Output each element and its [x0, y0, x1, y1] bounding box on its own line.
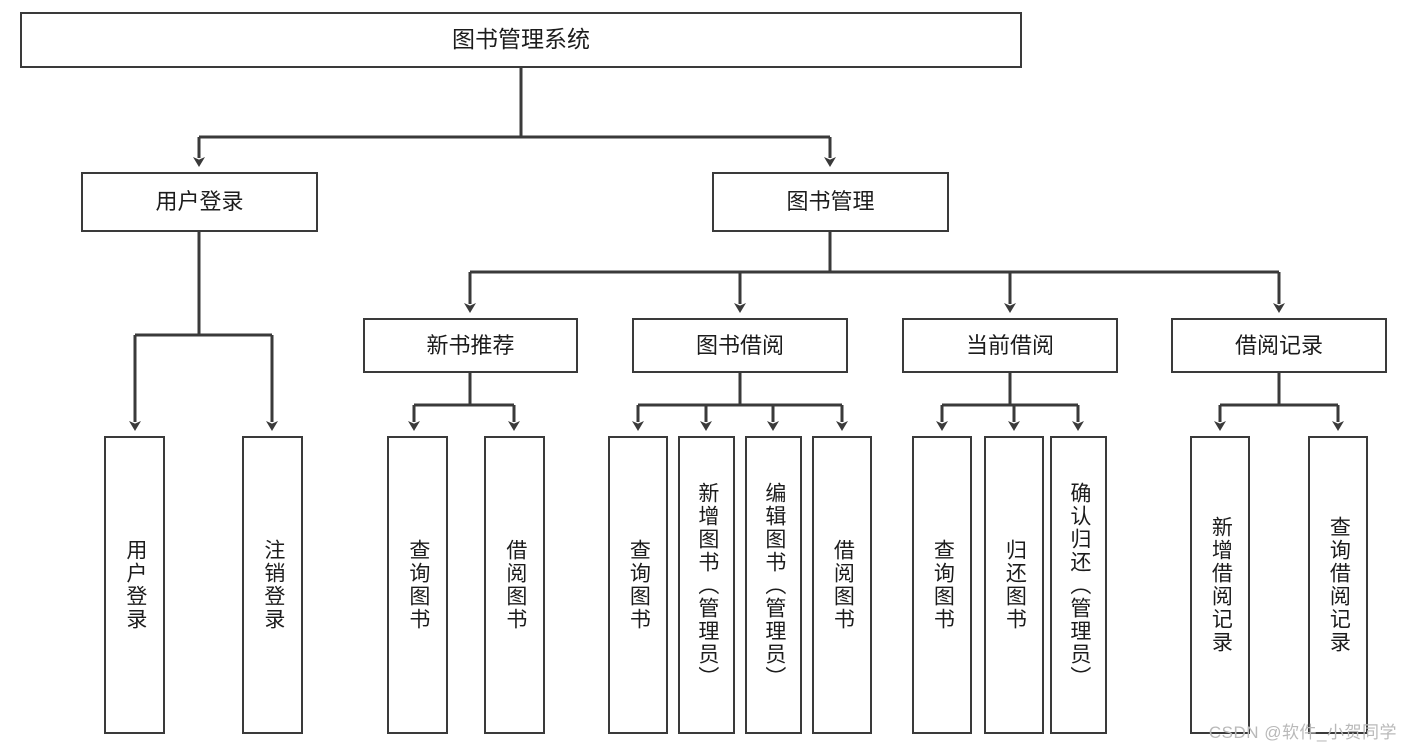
leaf-label: 查询图书 [406, 539, 430, 631]
node-leaf-query-borrow-record[interactable]: 查询借阅记录 [1308, 436, 1368, 734]
leaf-label: 新增图书（管理员） [695, 481, 719, 689]
node-leaf-confirm-return-admin[interactable]: 确认归还（管理员） [1050, 436, 1107, 734]
node-book-borrow[interactable]: 图书借阅 [632, 318, 848, 373]
node-leaf-query-book-recommend[interactable]: 查询图书 [387, 436, 448, 734]
node-leaf-borrow-book[interactable]: 借阅图书 [812, 436, 872, 734]
leaf-label: 归还图书 [1003, 539, 1027, 631]
node-leaf-return-book[interactable]: 归还图书 [984, 436, 1044, 734]
node-new-book-recommend[interactable]: 新书推荐 [363, 318, 578, 373]
node-leaf-add-book-admin[interactable]: 新增图书（管理员） [678, 436, 735, 734]
node-leaf-logout[interactable]: 注销登录 [242, 436, 303, 734]
leaf-label: 用户登录 [123, 539, 147, 631]
node-borrow-record[interactable]: 借阅记录 [1171, 318, 1387, 373]
node-current-borrow[interactable]: 当前借阅 [902, 318, 1118, 373]
watermark-credit: CSDN @软件_小贺同学 [1208, 723, 1397, 742]
node-leaf-edit-book-admin[interactable]: 编辑图书（管理员） [745, 436, 802, 734]
leaf-label: 查询借阅记录 [1327, 516, 1351, 654]
node-book-management[interactable]: 图书管理 [712, 172, 949, 232]
node-leaf-borrow-book-recommend[interactable]: 借阅图书 [484, 436, 545, 734]
node-user-login[interactable]: 用户登录 [81, 172, 318, 232]
leaf-label: 注销登录 [261, 539, 285, 631]
node-root-system[interactable]: 图书管理系统 [20, 12, 1022, 68]
leaf-label: 确认归还（管理员） [1067, 481, 1091, 689]
leaf-label: 借阅图书 [503, 539, 527, 631]
node-leaf-user-login[interactable]: 用户登录 [104, 436, 165, 734]
node-leaf-add-borrow-record[interactable]: 新增借阅记录 [1190, 436, 1250, 734]
leaf-label: 查询图书 [931, 539, 955, 631]
leaf-label: 编辑图书（管理员） [762, 481, 786, 689]
leaf-label: 查询图书 [627, 539, 651, 631]
node-leaf-query-book-current[interactable]: 查询图书 [912, 436, 972, 734]
node-leaf-query-book-borrow[interactable]: 查询图书 [608, 436, 668, 734]
leaf-label: 新增借阅记录 [1209, 516, 1233, 654]
leaf-label: 借阅图书 [831, 539, 855, 631]
